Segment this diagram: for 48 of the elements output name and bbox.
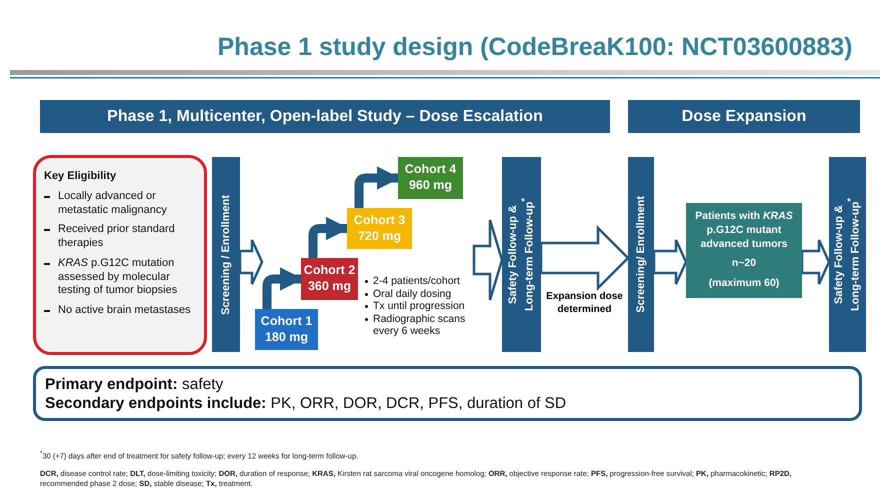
criterion-text: KRAS p.G12C mutation assessed by molecular testing of tumor biopsies: [58, 256, 178, 298]
block-arrow: [238, 238, 264, 286]
phase-bar: [829, 157, 866, 352]
group-text: Patients with KRAS p.G12C mutant advanced tumors: [694, 210, 794, 252]
block-arrow: [540, 224, 630, 292]
cohort-box: [347, 208, 412, 249]
endpoint-text: Primary endpoint: safety: [45, 375, 224, 394]
cohort-text: Cohort 2: [304, 263, 356, 279]
bar-label: Screening/ Enrollment: [634, 196, 648, 313]
curved-arrow: [354, 166, 400, 208]
slide-title: Phase 1 study design (CodeBreaK100: NCT03600883): [216, 33, 854, 62]
block-arrow: [800, 238, 830, 286]
eligibility-card: [33, 155, 207, 355]
cohort-box: [398, 157, 463, 199]
header-text: Phase 1, Multicenter, Open-label Study – Dose Escalation: [107, 108, 543, 126]
dosing-note: Radiographic scans every 6 weeks: [373, 312, 466, 338]
criterion-text: No active brain metastases: [58, 304, 191, 318]
cohort-text: 960 mg: [408, 178, 452, 194]
patient-group-box: [686, 203, 802, 298]
bar-label: Screening / Enrollment: [220, 194, 232, 314]
header-text: Dose Expansion: [682, 108, 806, 126]
cohort-box: [255, 309, 318, 350]
endpoints-box: [33, 366, 862, 421]
section-header: [628, 100, 860, 133]
cohort-text: Cohort 1: [260, 314, 312, 330]
group-text: n~20: [732, 257, 756, 271]
phase-bar: [628, 157, 654, 352]
cohort-text: 720 mg: [358, 228, 402, 244]
criterion-text: Received prior standard therapies: [58, 223, 176, 251]
section-header: [40, 100, 610, 133]
dosing-note: 2-4 patients/cohort: [373, 275, 460, 288]
criterion-text: Locally advanced or metastatic malignancy: [58, 190, 168, 218]
curved-arrow: [262, 267, 304, 309]
block-arrow: [472, 218, 504, 302]
phase-bar: [502, 157, 541, 352]
cohort-text: Cohort 3: [354, 212, 406, 228]
phase-bar: [212, 157, 240, 352]
group-text: (maximum 60): [708, 276, 780, 291]
cohort-box: [301, 258, 358, 300]
cohort-text: 360 mg: [308, 279, 352, 295]
cohort-text: 180 mg: [264, 330, 308, 346]
dosing-note: Tx until progression: [373, 300, 465, 313]
block-arrow: [652, 238, 688, 286]
card-heading: Key Eligibility: [44, 170, 118, 184]
dosing-note: Oral daily dosing: [373, 288, 452, 300]
curved-arrow: [308, 216, 350, 258]
cohort-text: Cohort 4: [404, 162, 456, 178]
endpoint-text: Secondary endpoints include: PK, ORR, DOR, DCR, PFS, duration of SD: [45, 394, 568, 414]
